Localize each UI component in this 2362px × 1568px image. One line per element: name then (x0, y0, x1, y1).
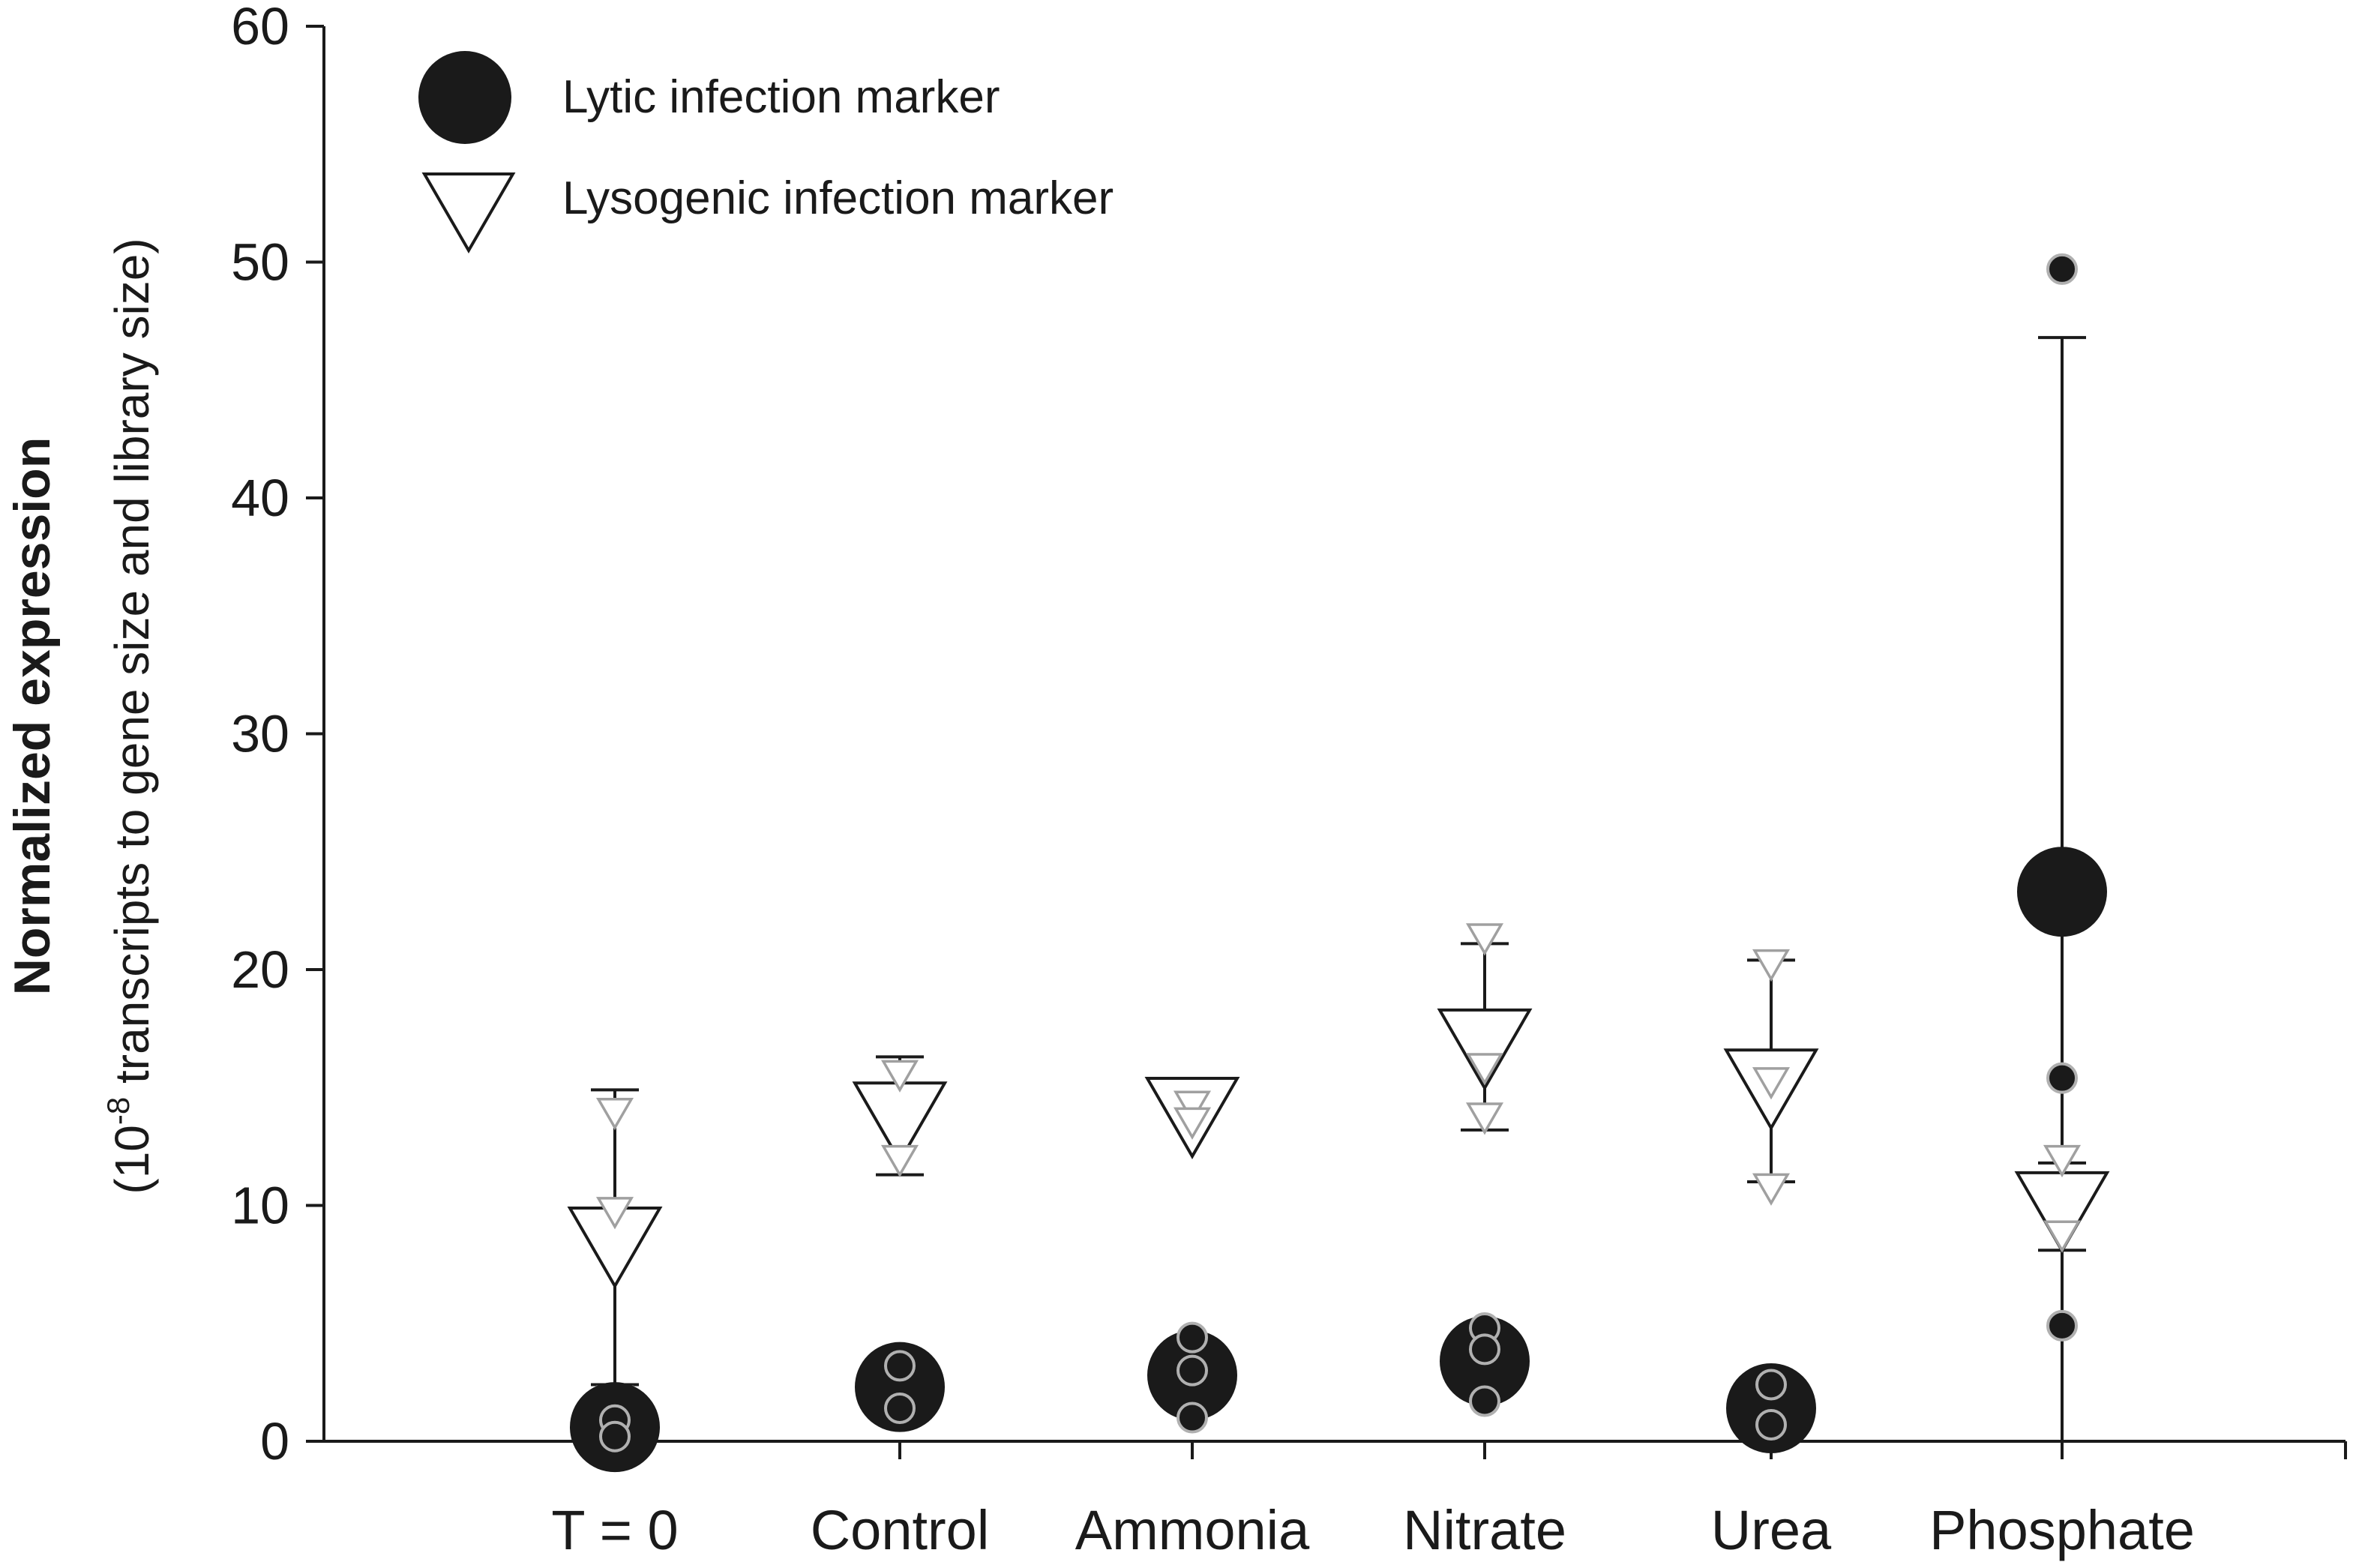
lytic-replicate-point (884, 1392, 916, 1424)
lytic-replicate-point (1177, 1402, 1208, 1434)
lytic-replicate-point (1177, 1321, 1208, 1354)
y-tick-label: 60 (231, 0, 289, 55)
lysogenic-replicate-point (595, 1097, 634, 1131)
x-category-label: Urea (1711, 1499, 1832, 1561)
lytic-replicate-point (2046, 253, 2078, 285)
y-tick-label: 40 (231, 469, 289, 527)
lysogenic-replicate-point (880, 1144, 919, 1178)
lytic-replicate-point (599, 1420, 631, 1453)
lysogenic-mean-marker (1437, 1008, 1533, 1091)
y-tick-label: 30 (231, 705, 289, 763)
y-axis-title: Normalized expression (10-8 transcripts … (4, 238, 159, 1194)
legend-lysogenic-label: Lysogenic infection marker (562, 172, 1114, 224)
legend-lytic-marker (418, 51, 511, 144)
legend-lysogenic-marker (421, 172, 516, 253)
lysogenic-replicate-point (1752, 949, 1791, 982)
lysogenic-replicate-point (1173, 1090, 1212, 1123)
lysogenic-replicate-point (1465, 1053, 1504, 1086)
x-category-label: T = 0 (551, 1499, 678, 1561)
lytic-replicate-point (1177, 1354, 1208, 1387)
y-axis: 0 10 20 30 40 50 60 (231, 0, 325, 1471)
y-axis-label: Normalized expression (4, 437, 61, 995)
y-axis-sublabel: (10-8 transcripts to gene size and libra… (100, 238, 159, 1194)
x-category-label: Control (811, 1499, 990, 1561)
lysogenic-replicate-point (1173, 1107, 1212, 1140)
y-tick-label: 50 (231, 233, 289, 292)
lysogenic-replicate-point (1752, 1067, 1791, 1100)
lysogenic-replicate-point (595, 1197, 634, 1230)
y-axis-sublabel-prefix: (10 (105, 1125, 159, 1195)
lysogenic-replicate-point (880, 1060, 919, 1093)
lytic-replicate-point (1469, 1333, 1500, 1366)
lysogenic-replicate-point (1465, 923, 1504, 956)
lytic-replicate-point (884, 1350, 916, 1382)
y-tick-label: 0 (260, 1412, 289, 1471)
lytic-mean-marker (855, 1342, 945, 1432)
x-category-label: Ammonia (1075, 1499, 1310, 1561)
lytic-replicate-point (1755, 1369, 1787, 1401)
x-axis: T = 0 Control Ammonia Nitrate Urea Phosphate (324, 1440, 2347, 1561)
lysogenic-replicate-point (1465, 1102, 1504, 1135)
y-axis-sublabel-exponent: -8 (100, 1097, 136, 1125)
error-bars (591, 336, 2086, 1443)
lytic-mean-marker (1726, 1363, 1816, 1453)
lysogenic-replicate-point (1752, 1173, 1791, 1206)
y-axis-sublabel-rest: transcripts to gene size and library siz… (105, 238, 159, 1096)
y-tick-label: 10 (231, 1177, 289, 1235)
lysogenic-replicate-point (2043, 1220, 2082, 1253)
data-marks (567, 253, 2110, 1473)
x-category-label: Nitrate (1403, 1499, 1566, 1561)
lytic-mean-marker (2017, 847, 2107, 937)
x-category-label: Phosphate (1929, 1499, 2195, 1561)
legend-lytic-label: Lytic infection marker (562, 71, 1000, 123)
lytic-replicate-point (1469, 1385, 1500, 1417)
y-tick-label: 20 (231, 940, 289, 999)
legend: Lytic infection marker Lysogenic infecti… (418, 51, 1114, 253)
lytic-replicate-point (2046, 1062, 2078, 1094)
lytic-replicate-point (1755, 1408, 1787, 1441)
lytic-replicate-point (2046, 1309, 2078, 1342)
lysogenic-replicate-point (2043, 1144, 2082, 1178)
